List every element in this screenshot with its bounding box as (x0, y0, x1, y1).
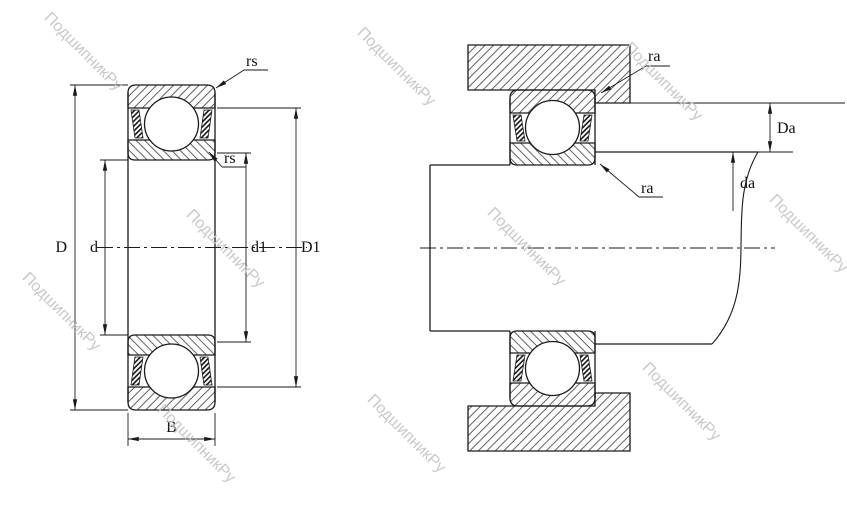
seal-bottom-left (130, 356, 144, 386)
shaft-break-line (711, 151, 759, 345)
dim-label-ra-housing: ra (648, 48, 660, 65)
watermark-text: ПодшипникРу (766, 191, 847, 276)
dim-label-D: D (55, 239, 67, 256)
right-view (420, 44, 775, 452)
leader-line-ra-housing (600, 65, 647, 94)
dimensions-left: D d d1 D1 B rs rs (55, 53, 321, 446)
ball-top (524, 99, 581, 156)
watermark-text: ПодшипникРу (484, 204, 569, 289)
dim-label-da: da (740, 175, 755, 192)
dim-label-d: d (90, 239, 98, 256)
ball-bottom (524, 340, 581, 397)
left-view (97, 84, 307, 411)
ball-bottom (143, 343, 200, 399)
dim-label-d1: d1 (251, 239, 267, 256)
dim-label-ra-shaft: ra (641, 180, 653, 197)
seal-top-right (579, 114, 593, 142)
seal-bottom-right (579, 354, 593, 382)
seal-bottom-right (199, 356, 213, 386)
dim-label-rs-inner: rs (224, 150, 236, 167)
seal-top-left (512, 114, 526, 142)
dim-label-rs-outer: rs (246, 53, 258, 70)
watermark-text: ПодшипникРу (364, 391, 449, 476)
watermark-text: ПодшипникРу (154, 401, 239, 486)
watermark-text: ПодшипникРу (19, 269, 104, 354)
dim-label-Da: Da (777, 120, 796, 137)
watermark-text: ПодшипникРу (621, 39, 706, 124)
ball-top (143, 96, 200, 152)
leader-line-ra-shaft (599, 163, 640, 198)
seal-top-right (199, 109, 213, 139)
seal-bottom-left (512, 354, 526, 382)
leader-line-rs-outer (215, 69, 245, 89)
watermark-text: ПодшипникРу (354, 24, 439, 109)
leader-line-rs-inner (208, 151, 223, 168)
dimensions-right: Da da ra ra (599, 48, 845, 211)
dim-label-B: B (166, 419, 177, 436)
seal-top-left (130, 109, 144, 139)
watermark-text: ПодшипникРу (41, 9, 126, 94)
watermark-text: ПодшипникРу (639, 359, 724, 444)
dim-label-D1: D1 (301, 239, 321, 256)
